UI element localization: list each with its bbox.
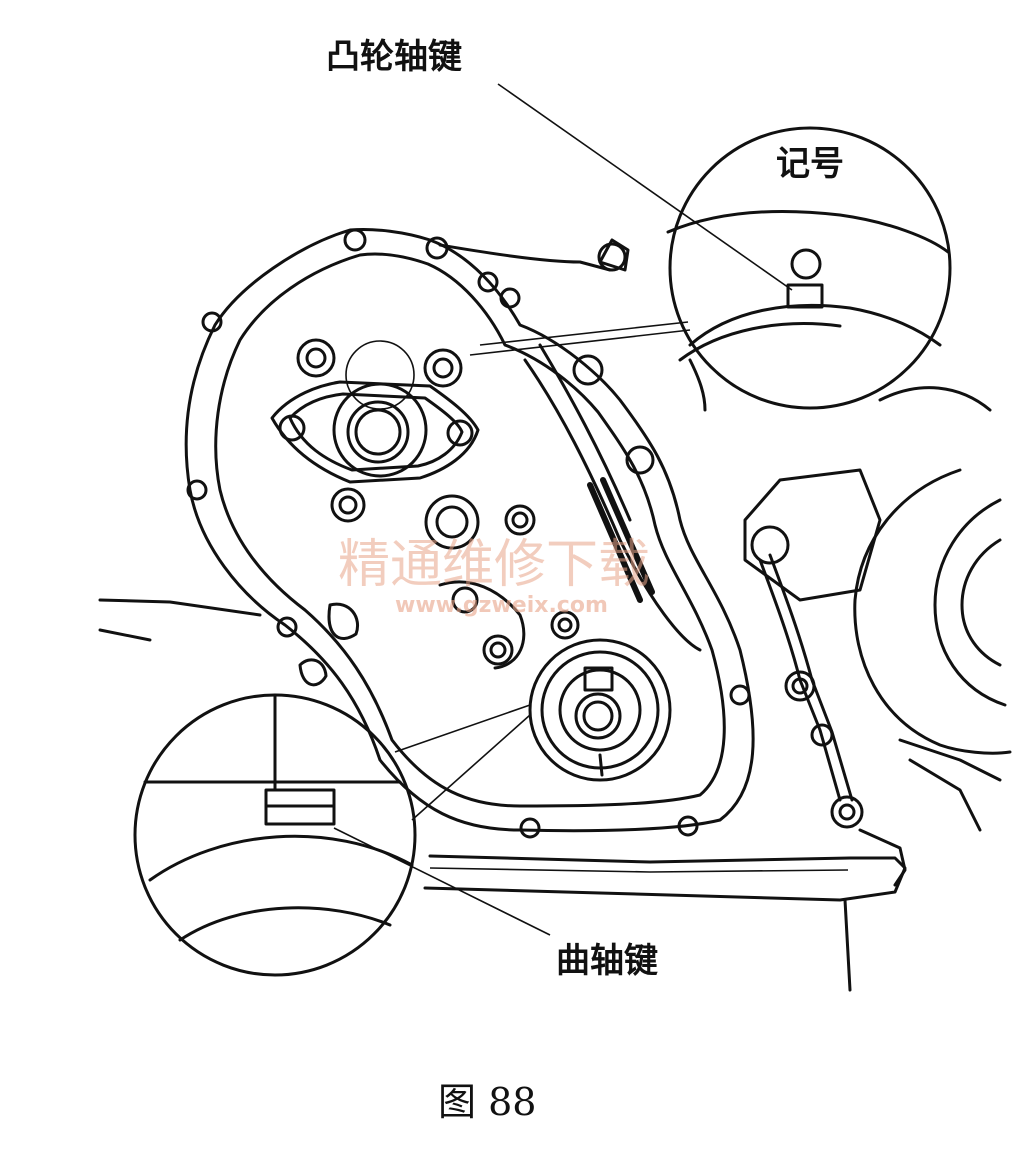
crankshaft-detail-callout [133, 693, 531, 977]
front-cover-outline [184, 228, 755, 839]
crankshaft-key-label: 曲轴键 [556, 941, 658, 981]
watermark-url: www.gzweix.com [395, 593, 608, 618]
middle-ports [327, 494, 580, 670]
crankshaft-boss [528, 638, 672, 782]
right-side-linkage [523, 343, 882, 829]
oil-pan-rail [423, 854, 907, 902]
mark-label: 记号 [776, 144, 844, 184]
camshaft-boss [270, 338, 480, 523]
left-body-lines [98, 243, 612, 687]
camshaft-key-leader [497, 83, 793, 291]
figure-caption: 图 88 [438, 1080, 536, 1124]
crankshaft-key-leader [333, 827, 551, 936]
camshaft-detail-callout [469, 126, 952, 412]
right-housing [843, 386, 1012, 992]
camshaft-key-label: 凸轮轴键 [326, 37, 462, 77]
watermark-text: 精通维修下载 [338, 535, 650, 595]
